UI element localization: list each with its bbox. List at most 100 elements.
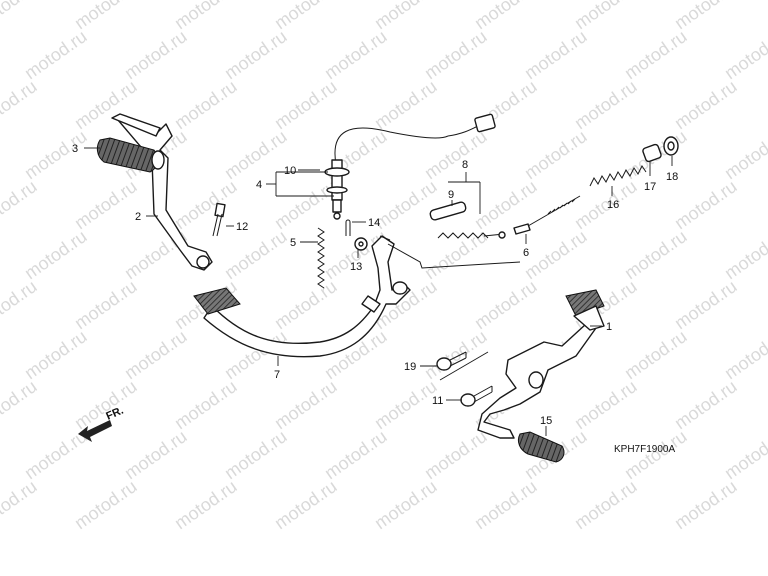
callout-19: 19 [404,361,416,373]
watermark-text: motod.ru [0,176,40,233]
return-spring-16 [589,165,647,187]
watermark-text: motod.ru [721,426,768,483]
watermark-text: motod.ru [621,326,691,383]
gear-shift-pedal [477,289,605,439]
callout-1: 1 [606,321,612,333]
leader-lines [84,147,673,436]
watermark-text: motod.ru [721,26,768,83]
kickstarter-rubber [96,137,165,173]
watermark-text: motod.ru [21,126,91,183]
callout-6: 6 [523,247,529,259]
bolt-11 [460,385,493,407]
watermark-text: motod.ru [171,176,241,233]
watermark-text: motod.ru [721,126,768,183]
watermark-text: motod.ru [471,0,541,33]
watermark-text: motod.ru [271,0,341,33]
watermark-text: motod.ru [421,426,491,483]
watermark-text: motod.ru [21,26,91,83]
watermark-text: motod.ru [371,76,441,133]
callout-10: 10 [284,165,296,177]
watermark-text: motod.ru [671,0,741,33]
callout-12: 12 [236,221,248,233]
watermark-text: motod.ru [71,476,141,533]
watermark-text: motod.ru [621,226,691,283]
watermark-text: motod.ru [421,326,491,383]
watermark-text: motod.ru [0,276,40,333]
callout-labels: 3 2 12 4 10 5 14 13 8 9 6 16 17 18 1 7 1… [72,143,678,427]
watermark-text: motod.ru [371,0,441,33]
callout-16: 16 [607,199,619,211]
watermark-text: motod.ru [171,376,241,433]
watermark-text: motod.ru [71,0,141,33]
brake-rod [379,195,581,269]
washer-13 [354,237,368,251]
watermark-text: motod.ru [671,76,741,133]
watermark-text: motod.ru [671,276,741,333]
watermark-text: motod.ru [721,226,768,283]
watermark-text: motod.ru [321,26,391,83]
callout-17: 17 [644,181,656,193]
watermark-text: motod.ru [671,476,741,533]
watermark-text: motod.ru [371,376,441,433]
diagram-code: KPH7F1900A [614,444,675,455]
watermark-text: motod.ru [471,476,541,533]
watermark-text: motod.ru [71,176,141,233]
watermark-text: motod.ru [571,76,641,133]
watermark-text: motod.ru [171,0,241,33]
spring-5 [317,227,325,289]
watermark-text: motod.ru [371,176,441,233]
watermark-text: motod.ru [571,0,641,33]
shift-rubber [517,431,565,463]
brake-pedal [193,235,411,358]
watermark-text: motod.ru [121,426,191,483]
watermark-text: motod.ru [71,276,141,333]
watermark-text: motod.ru [571,476,641,533]
watermark-text: motod.ru [0,76,40,133]
watermark-text: motod.ru [421,226,491,283]
callout-11: 11 [432,395,443,407]
watermark-text: motod.ru [521,26,591,83]
callout-2: 2 [135,211,141,223]
stop-switch [324,113,496,220]
watermark-text: motod.ru [221,126,291,183]
nut-18 [663,136,679,156]
callout-9: 9 [448,189,454,201]
watermark-text: motod.ru [171,476,241,533]
callout-5: 5 [290,237,296,249]
pin-17 [642,143,662,163]
bolt-19 [436,351,467,371]
watermark-text: motod.ru [271,376,341,433]
watermark-text: motod.ru [221,426,291,483]
watermark-text: motod.ru [271,176,341,233]
cotter-pin-14 [345,219,351,236]
watermark-text: motod.ru [471,276,541,333]
watermark-text: motod.ru [121,326,191,383]
watermark-text: motod.ru [221,26,291,83]
watermark-text: motod.ru [121,26,191,83]
watermark-text: motod.ru [721,326,768,383]
watermark-text: motod.ru [571,176,641,233]
watermark-text: motod.ru [221,226,291,283]
callout-15: 15 [540,415,552,427]
watermark-text: motod.ru [271,276,341,333]
callout-3: 3 [72,143,78,155]
watermark-text: motod.ru [571,376,641,433]
callout-7: 7 [274,369,280,381]
watermark-text: motod.ru [0,476,40,533]
kickstarter-arm [111,113,213,271]
watermark-text: motod.ru [671,376,741,433]
watermark-text: motod.ru [0,0,40,33]
watermark-text: motod.ru [371,476,441,533]
watermark-text: motod.ru [671,176,741,233]
watermark-text: motod.ru [21,226,91,283]
watermark-text: motod.ru [421,26,491,83]
watermark-text: motod.ru [621,26,691,83]
watermark-text: motod.ru [0,376,40,433]
watermark-text: motod.ru [321,426,391,483]
watermark-text: motod.ru [271,476,341,533]
callout-18: 18 [666,171,678,183]
watermark-text: motod.ru [521,226,591,283]
watermark-text: motod.ru [521,126,591,183]
callout-14: 14 [368,217,380,229]
